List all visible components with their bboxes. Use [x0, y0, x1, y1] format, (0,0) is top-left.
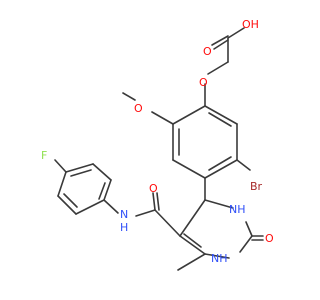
bond-ring-inner-b [208, 156, 232, 171]
bond-ring-br [236, 159, 251, 171]
atom-nh-ring-bottom: NH [211, 252, 228, 265]
bond-ring-1 [204, 105, 238, 125]
bond-c6-c5-double [183, 233, 202, 248]
atom-f: F [41, 149, 47, 162]
bond-c5-amide-c [154, 209, 181, 237]
bond-amide-c-o-b [156, 192, 160, 211]
bond-fph-5 [92, 163, 112, 181]
atom-o-methoxy: O [134, 102, 143, 115]
bond-n-phenyl [103, 199, 119, 214]
bond-ring-inner-a [208, 112, 232, 127]
bond-ch2-o [207, 61, 229, 75]
bond-c2-nh-bottom [239, 235, 253, 253]
bond-cooh-c-oh [227, 27, 245, 39]
bond-nh-top-c2 [245, 221, 253, 237]
bond-fph-1 [75, 199, 105, 215]
bonds [54, 27, 264, 271]
bond-c6-c5 [179, 235, 206, 255]
molecule-structure-svg: O OH O O Br F O N H NH NH O [41, 18, 274, 271]
atom-o-amide: O [149, 182, 158, 195]
bond-fph-f [54, 159, 67, 173]
bond-nh-bottom-c6 [204, 253, 230, 259]
bond-amide-c-o-a [152, 192, 156, 211]
bond-cooh-c-o-double-a [211, 35, 229, 46]
bond-ring-4 [172, 159, 206, 179]
bond-fph-6 [103, 179, 112, 201]
bond-ring-3 [204, 159, 238, 179]
atom-br: Br [250, 180, 263, 193]
bond-c6-methyl [177, 253, 206, 271]
bond-ring-6 [172, 105, 206, 125]
bond-c5-c4 [179, 199, 206, 237]
atom-nh-ring-top: NH [229, 203, 246, 216]
bond-o-methyl [122, 92, 136, 101]
atom-oh-acid: OH [242, 18, 259, 31]
atom-o-carbonyl-acid: O [203, 45, 212, 58]
molecule-canvas: O OH O O Br F O N H NH NH O [41, 18, 274, 271]
bond-ring-o-methoxy [151, 111, 174, 125]
bond-fph-3 [57, 171, 67, 197]
atom-o-ether: O [199, 76, 208, 89]
bond-fph-4 [65, 163, 94, 173]
bond-cooh-c-o-double-b [213, 39, 229, 50]
bond-fph-inner-b [70, 169, 92, 177]
atom-n-amide: N [120, 208, 128, 221]
bond-fph-2 [57, 195, 77, 215]
bond-fph-inner-c [98, 182, 106, 200]
atom-h-amide: H [120, 221, 128, 234]
atom-labels: O OH O O Br F O N H NH NH O [41, 18, 274, 265]
bond-amide-c-n [135, 209, 156, 217]
atom-o-urea: O [265, 232, 274, 245]
bond-fph-inner-a [63, 193, 78, 208]
bond-c4-nh-top [204, 199, 234, 209]
